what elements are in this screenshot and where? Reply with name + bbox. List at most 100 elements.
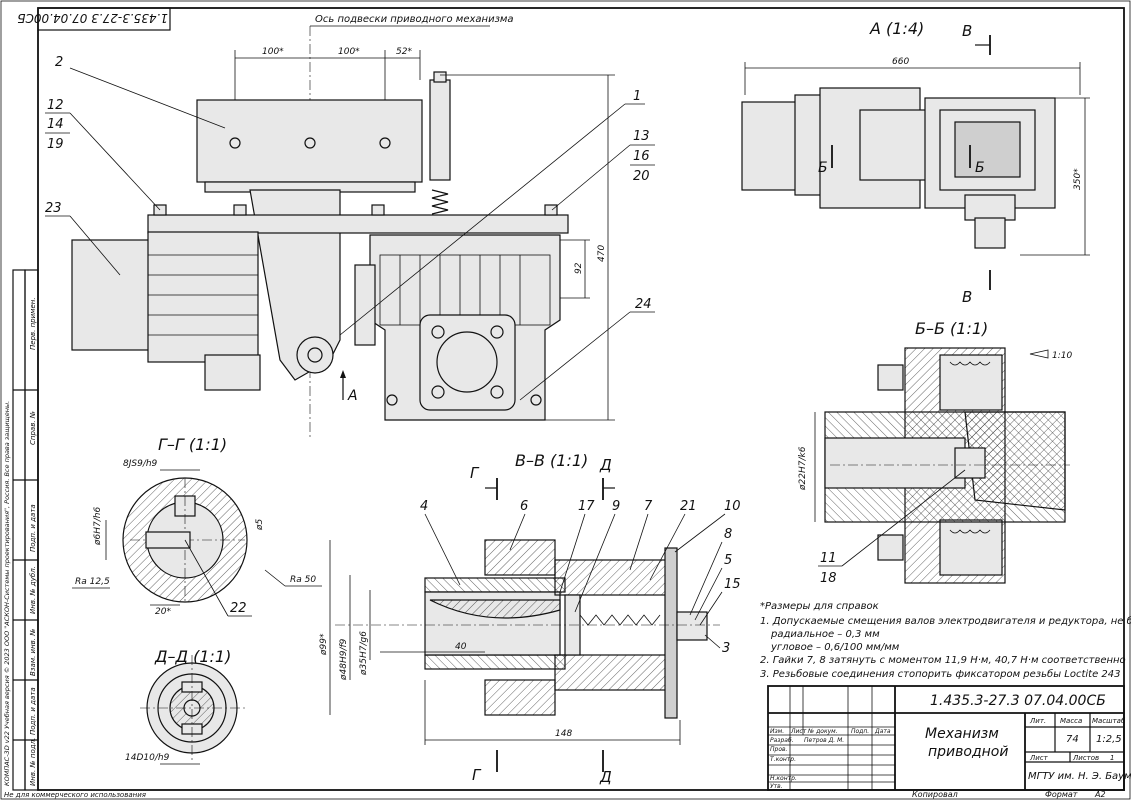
tb-utv: Утв. — [770, 783, 783, 790]
callout-14: 14 — [47, 117, 64, 132]
tb-mass-val: 74 — [1066, 734, 1079, 745]
section-b-right-letter: Б — [975, 160, 985, 176]
callout-15: 15 — [724, 577, 741, 592]
callout-24: 24 — [635, 297, 652, 312]
callout-3: 3 — [722, 641, 730, 656]
section-g-bottom-letter: Г — [472, 766, 482, 784]
dim-5: ø5 — [255, 518, 265, 531]
callout-5: 5 — [724, 553, 732, 568]
ra-12-5: Ra 12,5 — [75, 577, 110, 587]
dim-99: ø99* — [319, 633, 329, 656]
callout-6: 6 — [520, 499, 528, 514]
bottom-format: Формат — [1045, 790, 1078, 799]
dim-6: ø6H7/h6 — [93, 507, 103, 546]
tb-razrab: Разраб. — [770, 737, 794, 744]
axis-note: Ось подвески приводного механизма — [315, 14, 514, 25]
section-d-top-letter: Д — [599, 456, 612, 474]
tb-prov: Пров. — [770, 746, 788, 753]
tb-org: МГТУ им. Н. Э. Баумана — [1028, 771, 1131, 782]
tb-sheets-val: 1 — [1110, 754, 1114, 762]
tb-scale-val: 1:2,5 — [1096, 734, 1122, 745]
section-dd: Д–Д (1:1) 14D10/h9 — [125, 647, 245, 765]
main-assembly-view: Ось подвески приводного механизма 100* 1… — [45, 14, 655, 440]
dim-40: 40 — [455, 642, 467, 652]
strip-podp2: Подп. и дата — [29, 687, 37, 735]
side-strip: Перв. примен. Справ. № Подп. и дата Инв.… — [3, 269, 39, 791]
tb-mass: Масса — [1060, 717, 1082, 725]
bottom-format-val: А2 — [1094, 790, 1106, 799]
dim-35: ø35H7/g6 — [359, 631, 369, 676]
tb-lit: Лит. — [1029, 717, 1046, 725]
callout-8: 8 — [724, 527, 732, 542]
callout-10: 10 — [724, 499, 741, 514]
dim-22: ø22H7/k6 — [798, 446, 808, 491]
dim-350: 350* — [1073, 168, 1083, 190]
technical-notes: *Размеры для справок 1. Допускаемые смещ… — [760, 601, 1131, 680]
callout-13: 13 — [633, 129, 650, 144]
strip-podl: Инв. № подл. — [29, 738, 37, 786]
ra-50: Ra 50 — [290, 575, 316, 585]
tb-podp: Подп. — [851, 728, 869, 735]
callout-23: 23 — [45, 201, 62, 216]
dim-100-b: 100* — [338, 47, 360, 57]
dim-92: 92 — [574, 262, 584, 274]
tb-razrab-name: Петров Д. М. — [804, 737, 844, 744]
tb-sheets: Листов — [1072, 754, 1099, 762]
strip-dubl: Инв. № дубл. — [29, 566, 37, 614]
callout-9: 9 — [612, 499, 620, 514]
callout-1: 1 — [633, 89, 641, 104]
title-block: 1.435.3-27.3 07.04.00СБ Изм. Лист № доку… — [767, 685, 1131, 791]
callout-2: 2 — [55, 55, 63, 70]
license-note: КОМПАС-3D v22 Учебная версия © 2023 ООО … — [3, 401, 11, 786]
section-b-left-letter: Б — [818, 160, 828, 176]
note-1a: радиальное – 0,3 мм — [770, 629, 880, 640]
doc-code-title: 1.435.3-27.3 07.04.00СБ — [930, 693, 1106, 709]
note-1: 1. Допускаемые смещения валов электродви… — [760, 615, 1131, 627]
tb-tkontr: Т.контр. — [770, 756, 796, 763]
doc-code-top: 1.435.3-27.3 07.04.00СБ — [17, 11, 168, 25]
dim-148: 148 — [555, 729, 572, 739]
dim-470: 470 — [597, 245, 607, 262]
taper-label: 1:10 — [1052, 351, 1072, 361]
callout-12: 12 — [47, 98, 64, 113]
dim-8js: 8JS9/h9 — [123, 459, 158, 469]
tb-scale: Масштаб — [1092, 717, 1126, 725]
dim-20: 20* — [155, 607, 171, 617]
note-0: *Размеры для справок — [760, 601, 879, 612]
tb-name-2: приводной — [928, 744, 1008, 760]
section-d-bottom-letter: Д — [599, 768, 612, 786]
view-a-title: А (1:4) — [869, 19, 924, 38]
section-bb-title: Б–Б (1:1) — [915, 319, 988, 338]
dim-14: 14D10/h9 — [125, 753, 170, 763]
strip-vzam: Взам. инв. № — [29, 628, 37, 676]
callout-11: 11 — [820, 551, 837, 566]
dim-100-a: 100* — [262, 47, 284, 57]
section-gg-title: Г–Г (1:1) — [158, 435, 227, 454]
callout-20: 20 — [633, 169, 650, 184]
callout-7: 7 — [644, 499, 653, 514]
section-dd-title: Д–Д (1:1) — [154, 647, 231, 666]
strip-perv: Перв. примен. — [29, 297, 37, 350]
view-arrow-a: А — [347, 388, 358, 404]
note-3: 3. Резьбовые соединения стопорить фиксат… — [760, 668, 1121, 680]
bottom-copy: Копировал — [912, 790, 958, 799]
section-b-top-letter: В — [962, 22, 972, 40]
callout-16: 16 — [633, 149, 650, 164]
tb-list: Лист — [790, 728, 807, 735]
section-vv: В–В (1:1) Г Д ø99* ø48H9/f9 ø35H7/g6 40 … — [319, 451, 741, 786]
section-b-bottom-letter: В — [962, 288, 972, 306]
callout-18: 18 — [820, 571, 837, 586]
tb-izm: Изм. — [770, 728, 784, 735]
section-gg: Г–Г (1:1) 8JS9/h9 ø6H7/h6 ø5 Ra 12,5 Ra … — [72, 435, 322, 617]
dim-660: 660 — [892, 57, 909, 67]
dim-52: 52* — [396, 47, 412, 57]
section-g-top-letter: Г — [470, 464, 480, 482]
note-2: 2. Гайки 7, 8 затянуть с моментом 11,9 Н… — [760, 655, 1126, 666]
callout-4: 4 — [420, 499, 428, 514]
callout-17: 17 — [578, 499, 595, 514]
callout-21: 21 — [680, 499, 697, 514]
tb-sheet: Лист — [1029, 754, 1049, 762]
dim-48: ø48H9/f9 — [339, 638, 349, 681]
